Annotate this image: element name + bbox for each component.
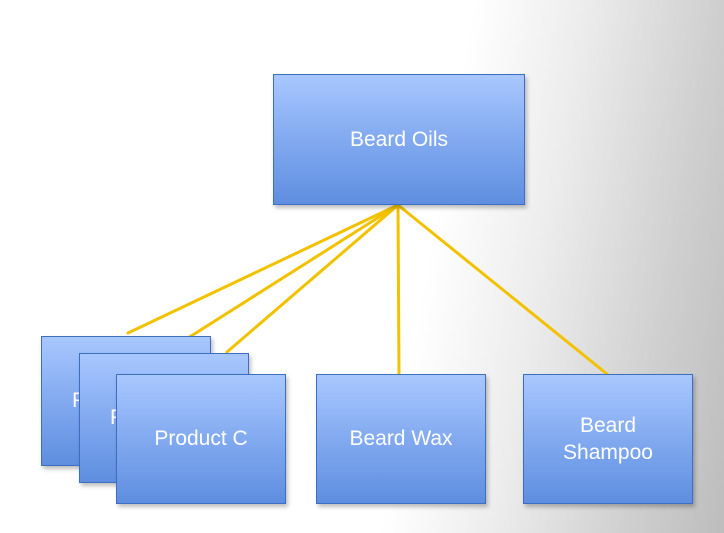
root-node-beard-oils: Beard Oils	[273, 74, 525, 205]
connector-to-product-c	[225, 203, 400, 354]
beard-shampoo-label-line1: Beard	[579, 413, 637, 437]
connector-to-product-a	[126, 203, 400, 335]
child-node-product-c: Product C	[116, 374, 286, 504]
connector-to-beard-shampoo	[396, 203, 609, 376]
product-c-label: Product C	[154, 427, 248, 451]
beard-wax-label: Beard Wax	[349, 427, 453, 451]
child-node-beard-shampoo: Beard Shampoo	[523, 374, 693, 504]
child-node-beard-wax: Beard Wax	[316, 374, 486, 504]
connector-to-beard-wax	[396, 203, 401, 376]
connector-to-product-b	[186, 203, 400, 340]
beard-shampoo-label-line2: Shampoo	[563, 441, 653, 464]
root-node-label: Beard Oils	[349, 127, 449, 151]
